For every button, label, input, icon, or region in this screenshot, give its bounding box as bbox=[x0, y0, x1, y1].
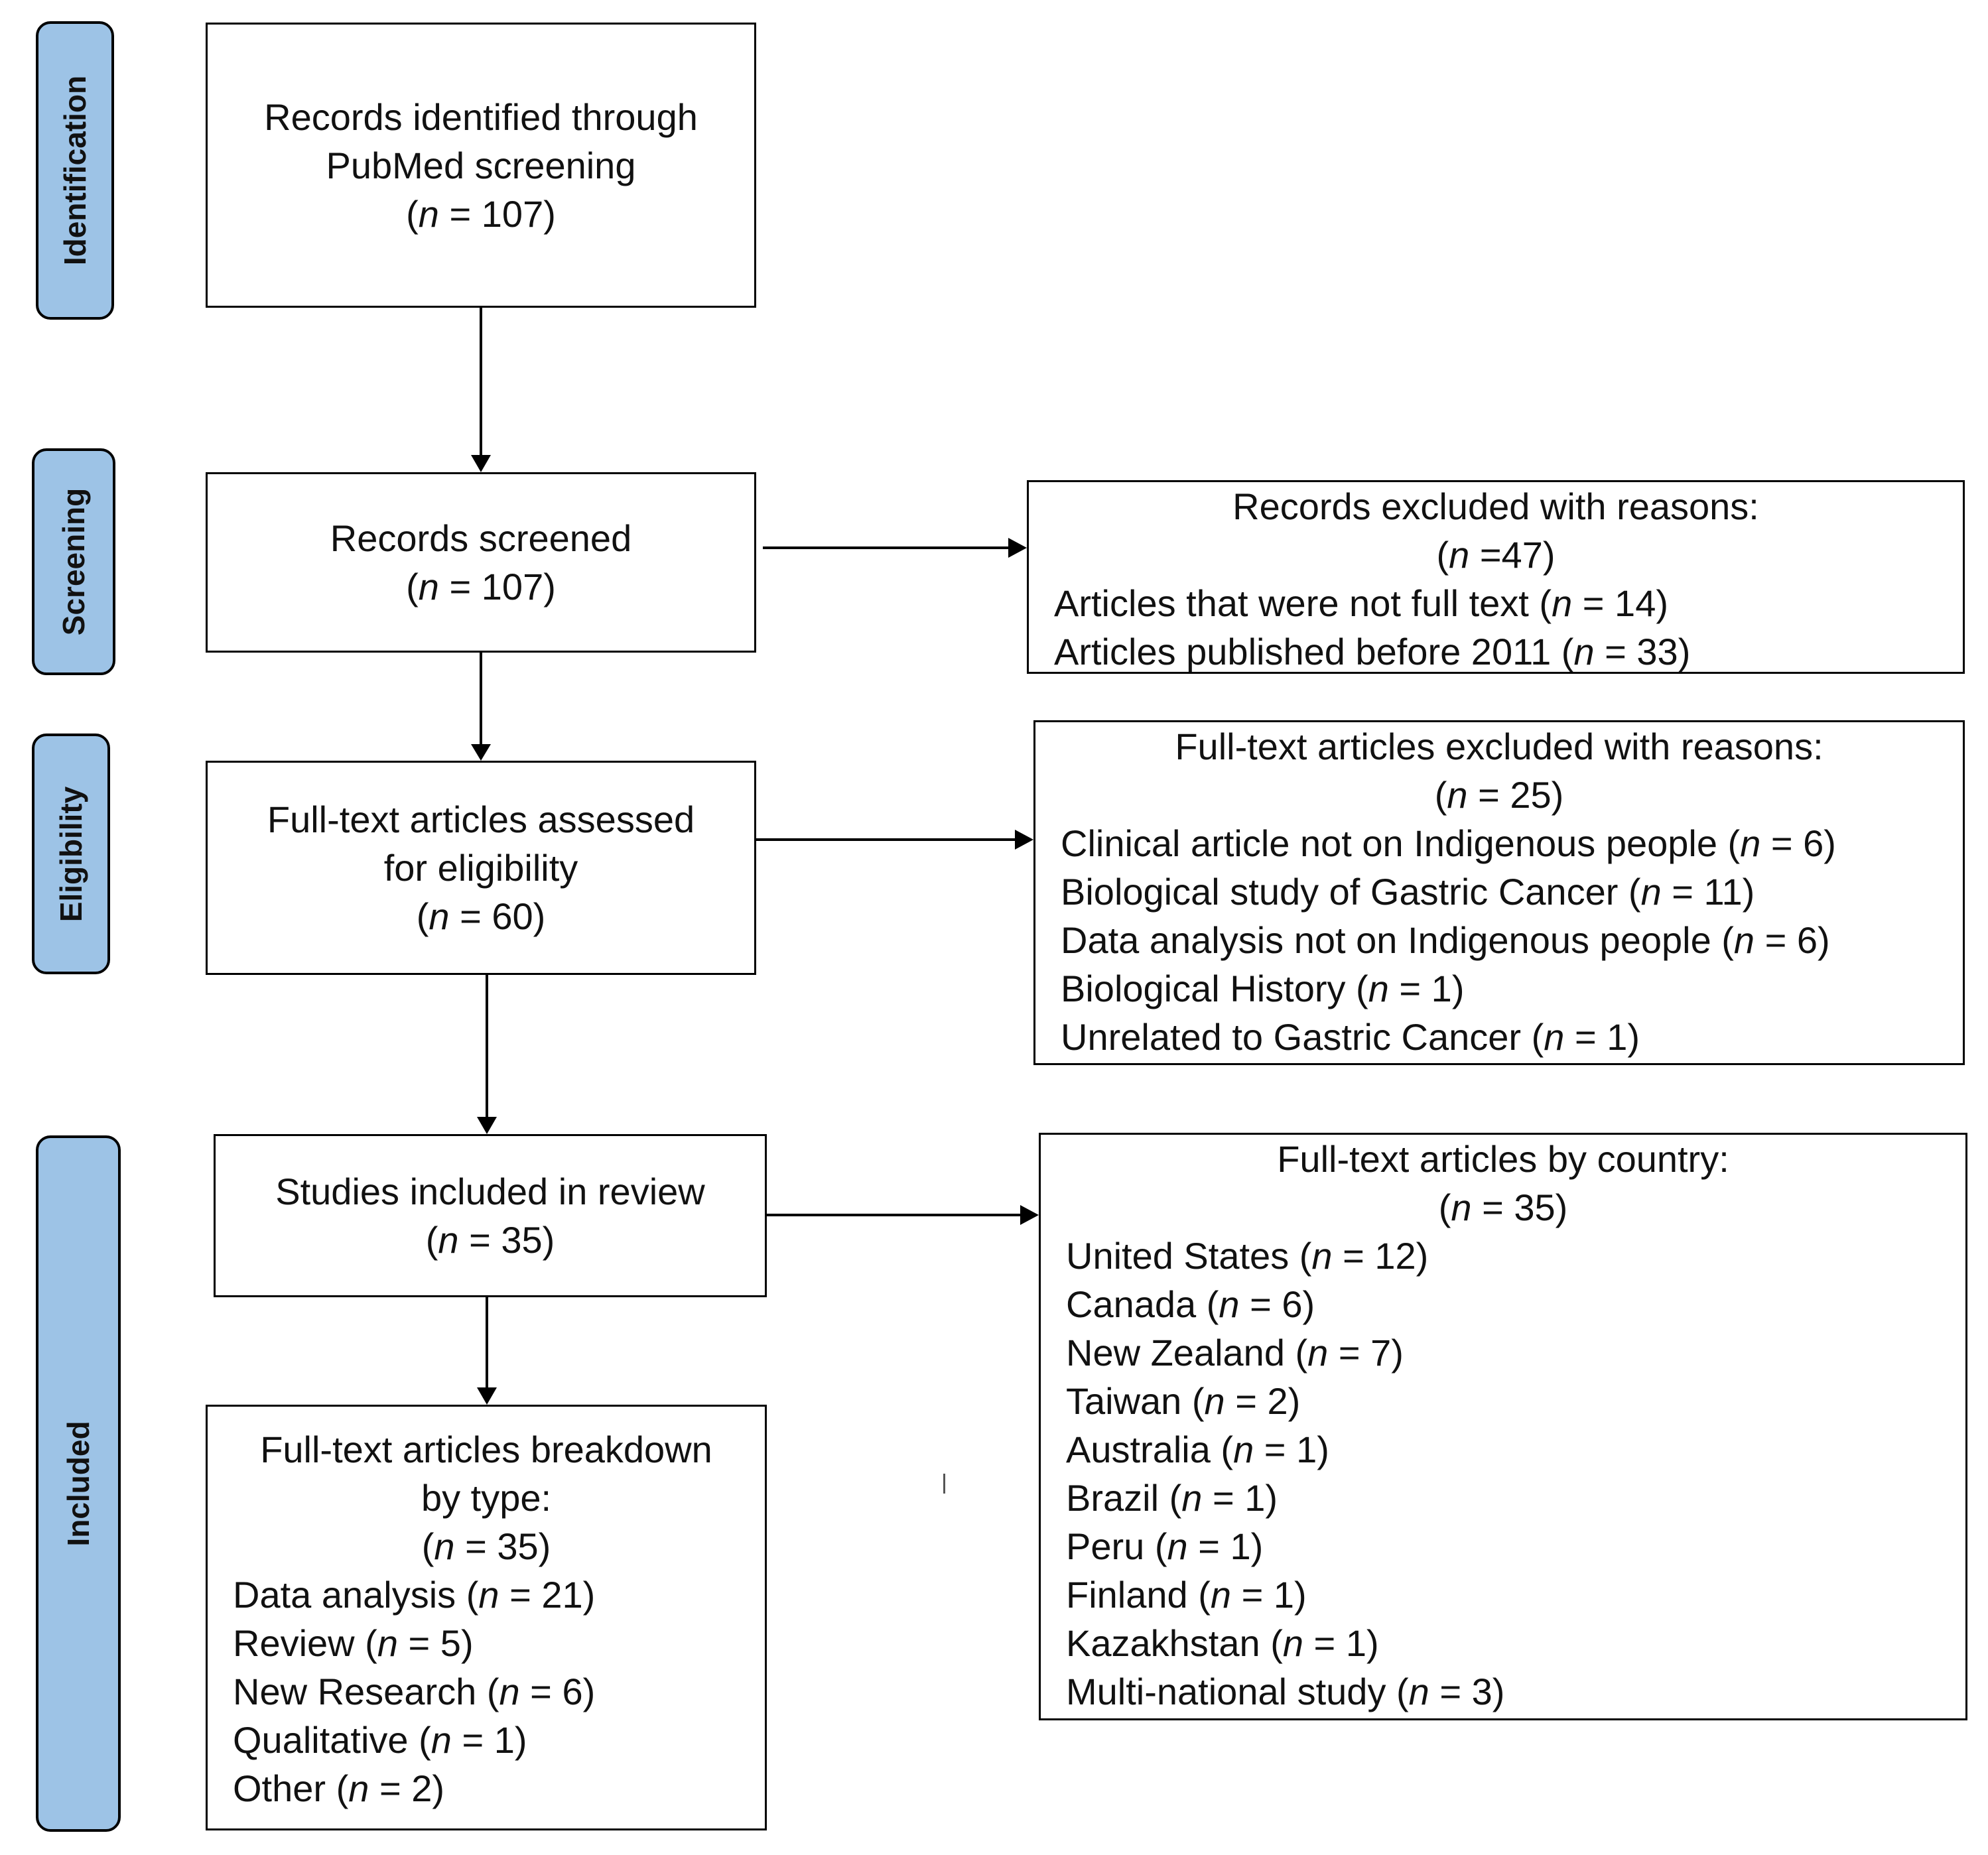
records-excluded-title: Records excluded with reasons: bbox=[1232, 485, 1759, 527]
type-item: Data analysis (n = 21) bbox=[233, 1574, 596, 1616]
country-item: Finland (n = 1) bbox=[1066, 1574, 1307, 1616]
stray-mark bbox=[943, 1474, 945, 1494]
phase-included: Included bbox=[36, 1135, 121, 1832]
fulltext-excluded-title: Full-text articles excluded with reasons… bbox=[1175, 726, 1823, 767]
breakdown-by-type-line1: Full-text articles breakdown bbox=[260, 1429, 712, 1470]
records-excluded-count: (n =47) bbox=[1436, 534, 1556, 576]
phase-screening: Screening bbox=[32, 448, 115, 675]
arrowhead-right bbox=[1015, 830, 1033, 850]
exclusion-reason-item: Biological study of Gastric Cancer (n = … bbox=[1061, 871, 1755, 913]
country-item: Taiwan (n = 2) bbox=[1066, 1380, 1301, 1422]
exclusion-reason-item: Biological History (n = 1) bbox=[1061, 968, 1465, 1009]
country-item: United States (n = 12) bbox=[1066, 1235, 1429, 1277]
records-identified-count: (n = 107) bbox=[406, 192, 556, 235]
fulltext-excluded-box: Full-text articles excluded with reasons… bbox=[1033, 720, 1965, 1065]
records-identified-box: Records identified through PubMed screen… bbox=[206, 23, 756, 308]
by-country-title: Full-text articles by country: bbox=[1277, 1138, 1729, 1180]
arrowhead-right bbox=[1008, 538, 1027, 558]
studies-included-line1: Studies included in review bbox=[275, 1171, 705, 1212]
breakdown-by-type-count: (n = 35) bbox=[421, 1525, 551, 1567]
prisma-flow-diagram: Identification Screening Eligibility Inc… bbox=[19, 21, 1969, 1832]
exclusion-reason-item: Articles published before 2011 (n = 33) bbox=[1054, 631, 1691, 672]
records-identified-line1: Records identified through bbox=[264, 96, 698, 138]
type-item: Other (n = 2) bbox=[233, 1767, 445, 1809]
fulltext-assessed-count: (n = 60) bbox=[416, 895, 546, 937]
records-screened-line1: Records screened bbox=[330, 517, 632, 559]
records-screened-box: Records screened (n = 107) bbox=[206, 472, 756, 653]
country-item: Canada (n = 6) bbox=[1066, 1283, 1315, 1325]
arrowhead-down bbox=[471, 744, 491, 761]
records-screened-count: (n = 107) bbox=[406, 566, 556, 608]
fulltext-assessed-line1: Full-text articles assessed bbox=[267, 799, 695, 840]
country-item: Multi-national study (n = 3) bbox=[1066, 1671, 1505, 1712]
country-item: Kazakhstan (n = 1) bbox=[1066, 1622, 1379, 1664]
exclusion-reason-item: Data analysis not on Indigenous people (… bbox=[1061, 919, 1830, 961]
arrowhead-down bbox=[471, 455, 491, 472]
fulltext-assessed-line2: for eligibility bbox=[383, 847, 578, 889]
studies-included-box: Studies included in review (n = 35) bbox=[214, 1134, 767, 1297]
exclusion-reason-item: Articles that were not full text (n = 14… bbox=[1054, 582, 1668, 624]
type-item: Review (n = 5) bbox=[233, 1622, 474, 1664]
exclusion-reason-item: Unrelated to Gastric Cancer (n = 1) bbox=[1061, 1016, 1640, 1058]
country-item: Peru (n = 1) bbox=[1066, 1525, 1264, 1567]
phase-identification: Identification bbox=[36, 21, 114, 320]
country-item: Australia (n = 1) bbox=[1066, 1429, 1329, 1470]
arrowhead-right bbox=[1020, 1205, 1039, 1225]
studies-included-count: (n = 35) bbox=[425, 1219, 555, 1261]
country-item: New Zealand (n = 7) bbox=[1066, 1332, 1404, 1374]
fulltext-excluded-count: (n = 25) bbox=[1434, 774, 1564, 816]
flow-arrows bbox=[471, 308, 1039, 1405]
country-item: Brazil (n = 1) bbox=[1066, 1477, 1278, 1519]
type-item: Qualitative (n = 1) bbox=[233, 1719, 527, 1761]
type-item: New Research (n = 6) bbox=[233, 1671, 596, 1712]
breakdown-by-type-line2: by type: bbox=[421, 1477, 552, 1519]
by-country-count: (n = 35) bbox=[1438, 1186, 1568, 1228]
by-country-box: Full-text articles by country: (n = 35) … bbox=[1039, 1133, 1967, 1720]
fulltext-assessed-box: Full-text articles assessed for eligibil… bbox=[206, 761, 756, 975]
arrowhead-down bbox=[477, 1387, 497, 1405]
exclusion-reason-item: Clinical article not on Indigenous peopl… bbox=[1061, 822, 1836, 864]
breakdown-by-type-box: Full-text articles breakdown by type: (n… bbox=[206, 1405, 767, 1830]
arrowhead-down bbox=[477, 1117, 497, 1134]
records-excluded-box: Records excluded with reasons: (n =47) A… bbox=[1027, 480, 1965, 674]
records-identified-line2: PubMed screening bbox=[326, 144, 636, 186]
phase-eligibility: Eligibility bbox=[32, 734, 110, 974]
